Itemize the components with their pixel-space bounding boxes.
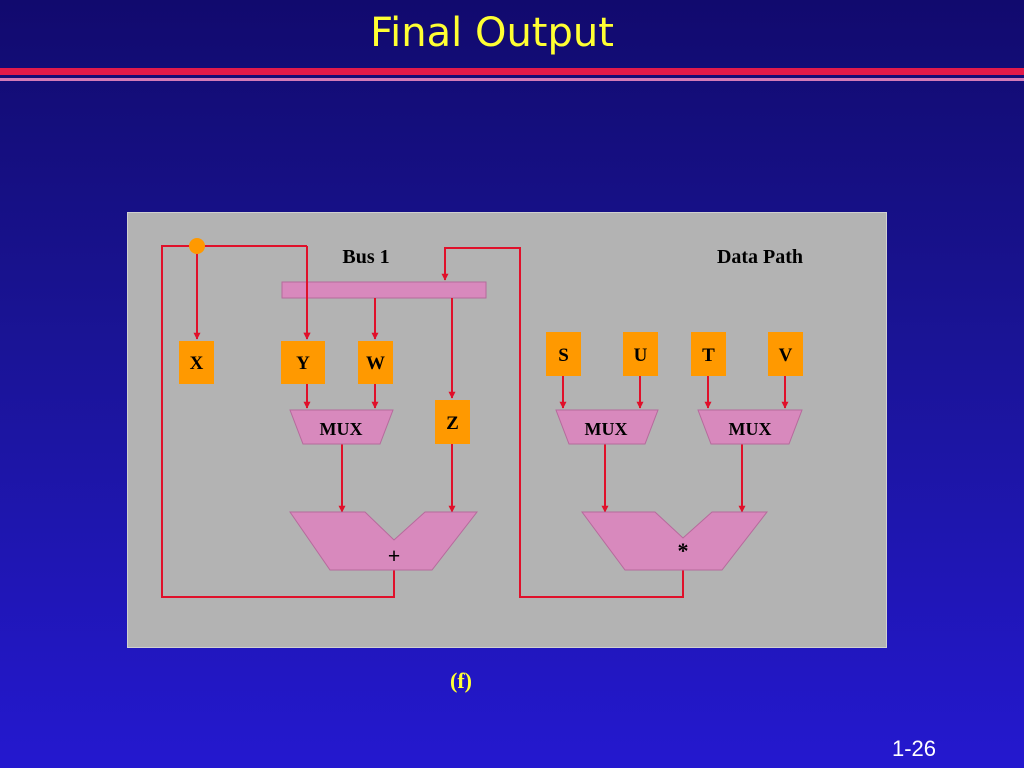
title-rule-pink bbox=[0, 78, 1024, 81]
register-u-label: U bbox=[634, 345, 648, 366]
register-t-label: T bbox=[702, 345, 715, 366]
alus: + * bbox=[289, 511, 769, 571]
bus-1-bar bbox=[281, 281, 487, 299]
register-x-label: X bbox=[190, 353, 204, 374]
register-y-label: Y bbox=[296, 353, 310, 374]
junction-dot bbox=[189, 238, 205, 254]
register-z bbox=[435, 400, 470, 444]
register-y bbox=[281, 341, 325, 384]
mux-middle-label: MUX bbox=[585, 419, 628, 439]
mux-middle bbox=[555, 409, 659, 445]
register-v-label: V bbox=[779, 345, 793, 366]
multiplier-label: * bbox=[678, 538, 689, 563]
mux-right bbox=[697, 409, 803, 445]
mux-right-label: MUX bbox=[729, 419, 772, 439]
multiplier-feedback-wire bbox=[441, 247, 684, 598]
mux-left-label: MUX bbox=[320, 419, 363, 439]
multiplier-alu bbox=[581, 511, 769, 571]
register-t bbox=[691, 332, 726, 376]
data-path-label: Data Path bbox=[717, 246, 803, 268]
adder-feedback-wire bbox=[161, 245, 395, 598]
register-v bbox=[768, 332, 803, 376]
register-s bbox=[546, 332, 581, 376]
registers: X Y W Z S U T V bbox=[179, 332, 803, 444]
register-z-label: Z bbox=[446, 413, 459, 434]
wires bbox=[161, 245, 789, 598]
register-s-label: S bbox=[558, 345, 569, 366]
bus-1-label: Bus 1 bbox=[342, 246, 389, 268]
register-w bbox=[358, 341, 393, 384]
adder-label: + bbox=[388, 543, 401, 568]
adder-alu bbox=[289, 511, 479, 571]
title-rule-red bbox=[0, 68, 1024, 75]
mux-left bbox=[289, 409, 394, 445]
slide-title: Final Output bbox=[370, 10, 614, 56]
figure-caption: (f) bbox=[450, 668, 472, 693]
register-x bbox=[179, 341, 214, 384]
register-u bbox=[623, 332, 658, 376]
register-w-label: W bbox=[366, 353, 385, 374]
muxes: MUX MUX MUX bbox=[289, 409, 803, 445]
page-number: 1-26 bbox=[891, 736, 936, 761]
